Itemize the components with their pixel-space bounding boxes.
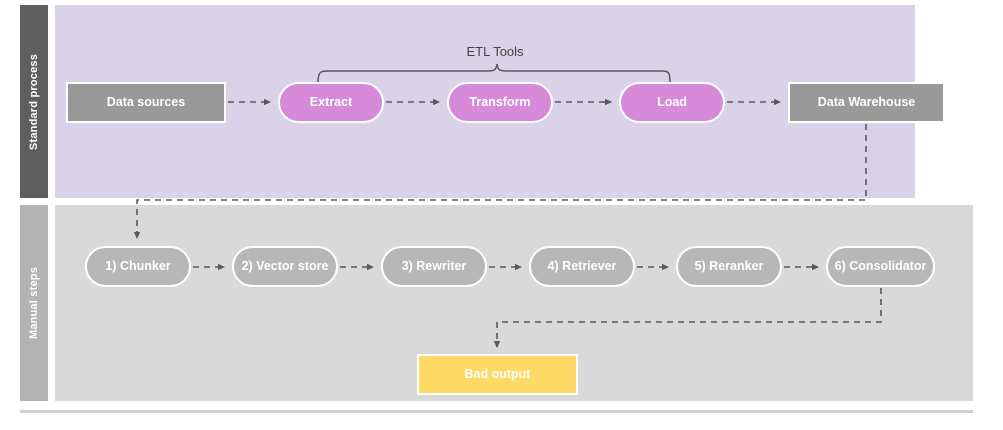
lane-label-standard-process: Standard process [28, 53, 40, 150]
node-load[interactable]: Load [619, 82, 725, 123]
node-consolidator[interactable]: 6) Consolidator [826, 246, 935, 287]
node-extract-label: Extract [309, 95, 353, 110]
node-data-sources[interactable]: Data sources [66, 82, 226, 123]
node-vector-store-label: 2) Vector store [241, 259, 329, 274]
node-retriever[interactable]: 4) Retriever [529, 246, 635, 287]
node-reranker-label: 5) Reranker [694, 259, 764, 274]
node-retriever-label: 4) Retriever [547, 259, 617, 274]
node-rewriter[interactable]: 3) Rewriter [381, 246, 487, 287]
node-chunker[interactable]: 1) Chunker [85, 246, 191, 287]
node-transform-label: Transform [469, 95, 531, 110]
node-extract[interactable]: Extract [278, 82, 384, 123]
node-bad-output[interactable]: Bad output [417, 354, 578, 395]
node-chunker-label: 1) Chunker [105, 259, 171, 274]
node-data-warehouse[interactable]: Data Warehouse [788, 82, 945, 123]
node-data-warehouse-label: Data Warehouse [817, 95, 916, 110]
lane-label-manual-steps: Manual steps [28, 266, 40, 340]
node-rewriter-label: 3) Rewriter [401, 259, 467, 274]
node-data-sources-label: Data sources [106, 95, 186, 110]
node-bad-output-label: Bad output [464, 367, 531, 382]
node-reranker[interactable]: 5) Reranker [676, 246, 782, 287]
node-transform[interactable]: Transform [447, 82, 553, 123]
node-vector-store[interactable]: 2) Vector store [232, 246, 338, 287]
bottom-divider [20, 410, 973, 413]
node-load-label: Load [657, 95, 687, 110]
node-consolidator-label: 6) Consolidator [834, 259, 927, 274]
etl-tools-label: ETL Tools [466, 44, 524, 59]
lane-header-manual-steps: Manual steps [20, 205, 48, 401]
lane-header-standard-process: Standard process [20, 5, 48, 198]
